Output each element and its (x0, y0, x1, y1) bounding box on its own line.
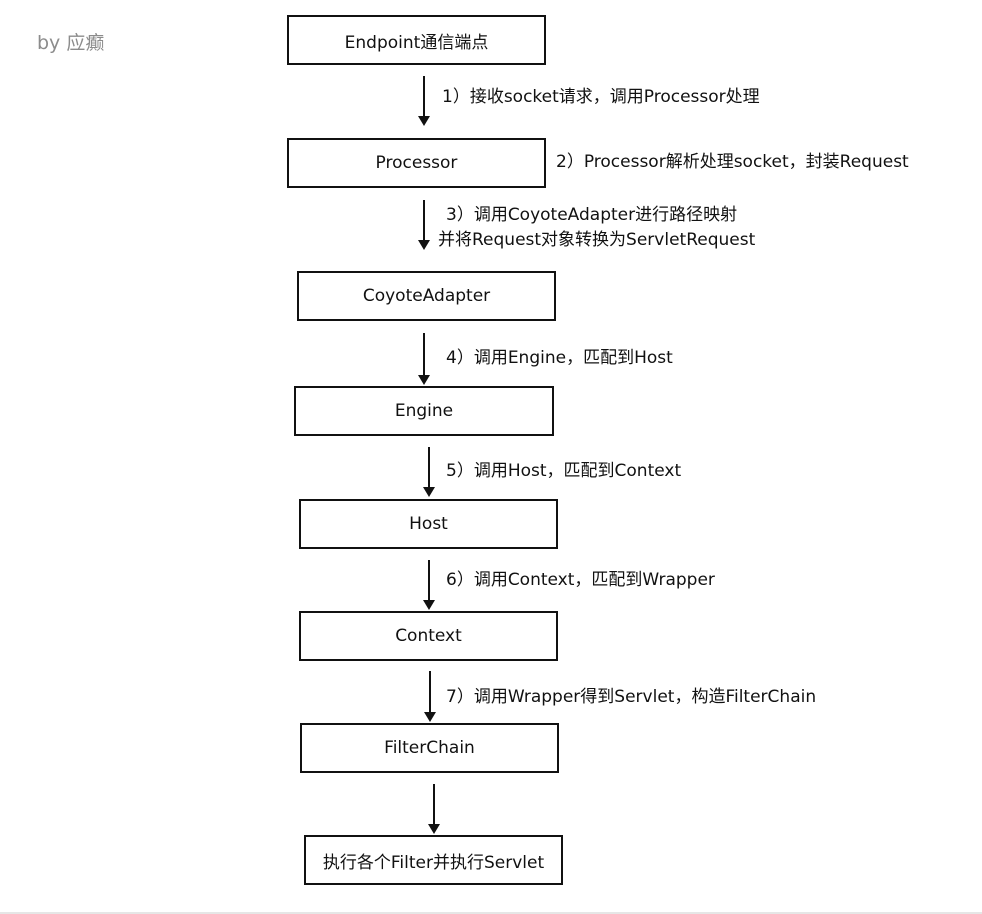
step-4-label: 4）调用Engine，匹配到Host (446, 346, 673, 371)
step-2-label: 2）Processor解析处理socket，封装Request (556, 150, 909, 175)
step-5-line-1: 5）调用Host，匹配到Context (446, 461, 682, 481)
step-3-label: 3）调用CoyoteAdapter进行路径映射 并将Request对象转换为Se… (438, 203, 755, 253)
step-3-line-2: 并将Request对象转换为ServletRequest (438, 230, 756, 250)
step-5-label: 5）调用Host，匹配到Context (446, 459, 681, 484)
filterchain-node: FilterChain (300, 723, 559, 773)
arrow-processor-to-coyote (418, 200, 430, 250)
engine-node: Engine (294, 386, 554, 436)
author-watermark: by 应癫 (37, 32, 105, 54)
step-7-label: 7）调用Wrapper得到Servlet，构造FilterChain (446, 685, 816, 710)
step-2-line-1: 2）Processor解析处理socket，封装Request (556, 152, 909, 172)
arrow-engine-to-host (423, 447, 435, 497)
arrow-host-to-context (423, 560, 435, 610)
processor-node: Processor (287, 138, 546, 188)
context-node: Context (299, 611, 558, 661)
step-7-line-1: 7）调用Wrapper得到Servlet，构造FilterChain (446, 687, 817, 707)
step-1-line-1: 1）接收socket请求，调用Processor处理 (442, 87, 760, 107)
step-3-line-1: 3）调用CoyoteAdapter进行路径映射 (446, 205, 738, 225)
step-6-label: 6）调用Context，匹配到Wrapper (446, 568, 715, 593)
host-node: Host (299, 499, 558, 549)
endpoint-node: Endpoint通信端点 (287, 15, 546, 65)
arrow-context-to-filterchain (424, 671, 436, 722)
step-4-line-1: 4）调用Engine，匹配到Host (446, 348, 673, 368)
servlet-execution-node: 执行各个Filter并执行Servlet (304, 835, 563, 885)
step-1-label: 1）接收socket请求，调用Processor处理 (442, 85, 760, 110)
arrow-filterchain-to-servlet (428, 784, 440, 834)
coyote-adapter-node: CoyoteAdapter (297, 271, 556, 321)
bottom-divider (0, 912, 982, 914)
arrow-endpoint-to-processor (418, 76, 430, 126)
arrow-coyote-to-engine (418, 333, 430, 385)
step-6-line-1: 6）调用Context，匹配到Wrapper (446, 570, 715, 590)
